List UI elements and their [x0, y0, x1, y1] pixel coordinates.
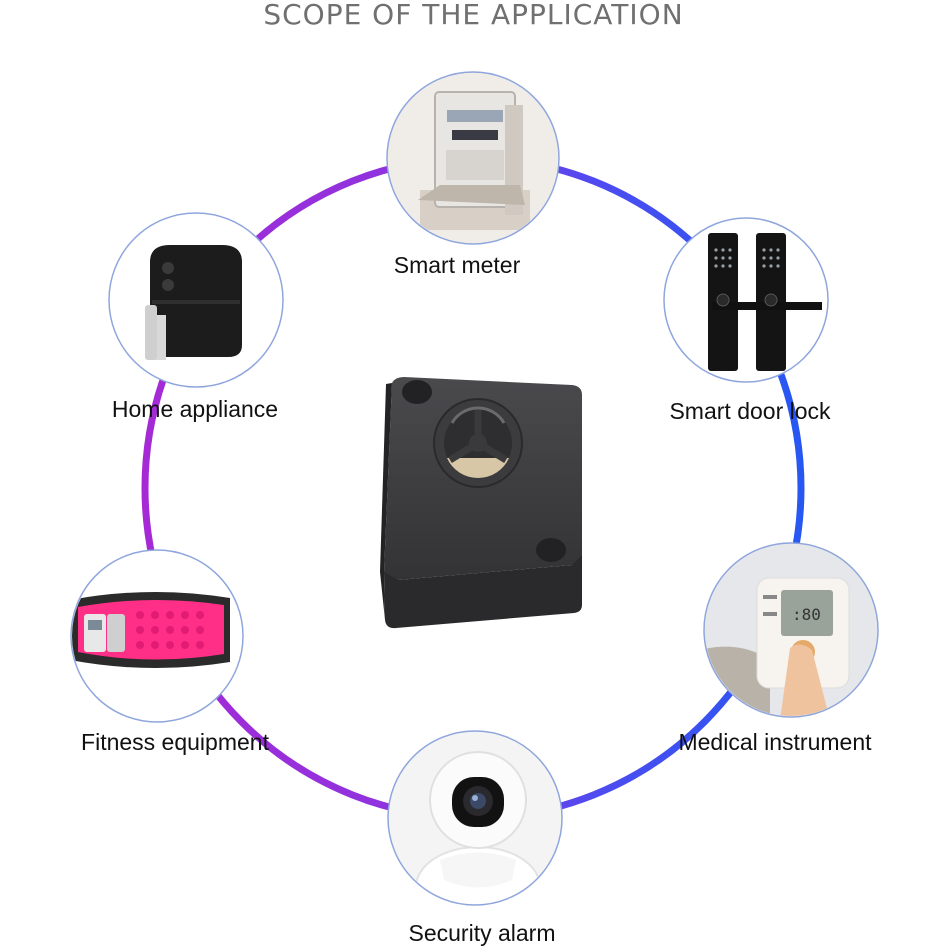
fitness-belt-icon	[70, 549, 244, 723]
label-fitness-equipment: Fitness equipment	[81, 729, 269, 755]
svg-text::80: :80	[792, 605, 821, 624]
door-lock-icon	[663, 217, 829, 383]
label-home-appliance: Home appliance	[111, 396, 279, 422]
security-camera-icon	[387, 730, 563, 906]
label-security-alarm: Security alarm	[408, 920, 556, 946]
label-medical-instrument: Medical instrument	[678, 729, 872, 755]
label-smart-door-lock: Smart door lock	[669, 398, 831, 424]
buzzer-icon	[380, 377, 582, 629]
electricity-meter-icon	[386, 71, 560, 245]
page-title: SCOPE OF THE APPLICATION	[263, 0, 684, 31]
blood-pressure-monitor-icon: :80	[703, 542, 879, 718]
air-fryer-icon	[108, 212, 284, 388]
label-smart-meter: Smart meter	[393, 252, 521, 278]
